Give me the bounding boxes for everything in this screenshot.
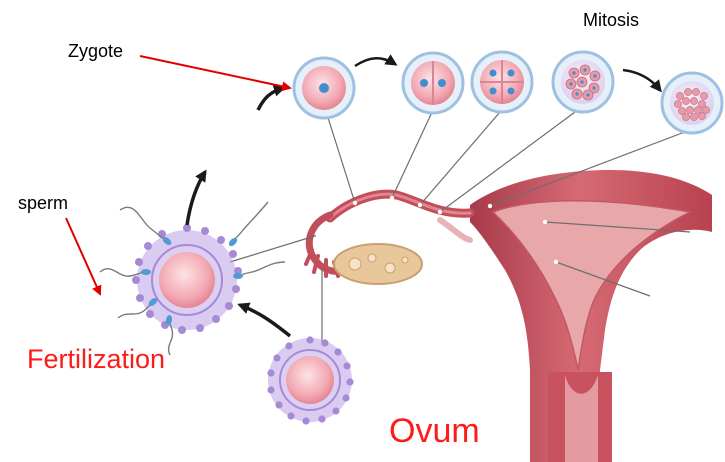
blastocyst-stage xyxy=(662,73,722,133)
sperm-label: sperm xyxy=(18,194,68,212)
ovum-label: Ovum xyxy=(389,414,480,448)
morula-stage xyxy=(553,52,613,112)
zygote-cell xyxy=(294,58,354,118)
ovum-cell xyxy=(267,336,353,424)
sperm-1 xyxy=(120,207,173,246)
two-cell-stage xyxy=(403,53,463,113)
ovary xyxy=(334,244,422,284)
zygote-pointer-arrow xyxy=(140,56,290,88)
arrow-tube-to-zygote xyxy=(258,88,283,110)
zygote-label: Zygote xyxy=(68,42,123,60)
fertilization-egg xyxy=(132,224,242,334)
arrow-morula-to-blastocyst xyxy=(623,70,660,90)
arrow-fertilization-to-tube xyxy=(187,172,205,225)
sperm-2 xyxy=(227,202,268,248)
sperm-pointer-arrow xyxy=(66,218,100,294)
fertilization-label: Fertilization xyxy=(27,346,165,373)
arrow-zygote-to-two-cell xyxy=(355,58,395,66)
mitosis-label: Mitosis xyxy=(583,11,639,29)
four-cell-stage xyxy=(472,52,532,112)
arrow-ovum-to-fertilization xyxy=(240,305,290,336)
uterus xyxy=(470,170,712,462)
sperm-5 xyxy=(165,315,173,355)
